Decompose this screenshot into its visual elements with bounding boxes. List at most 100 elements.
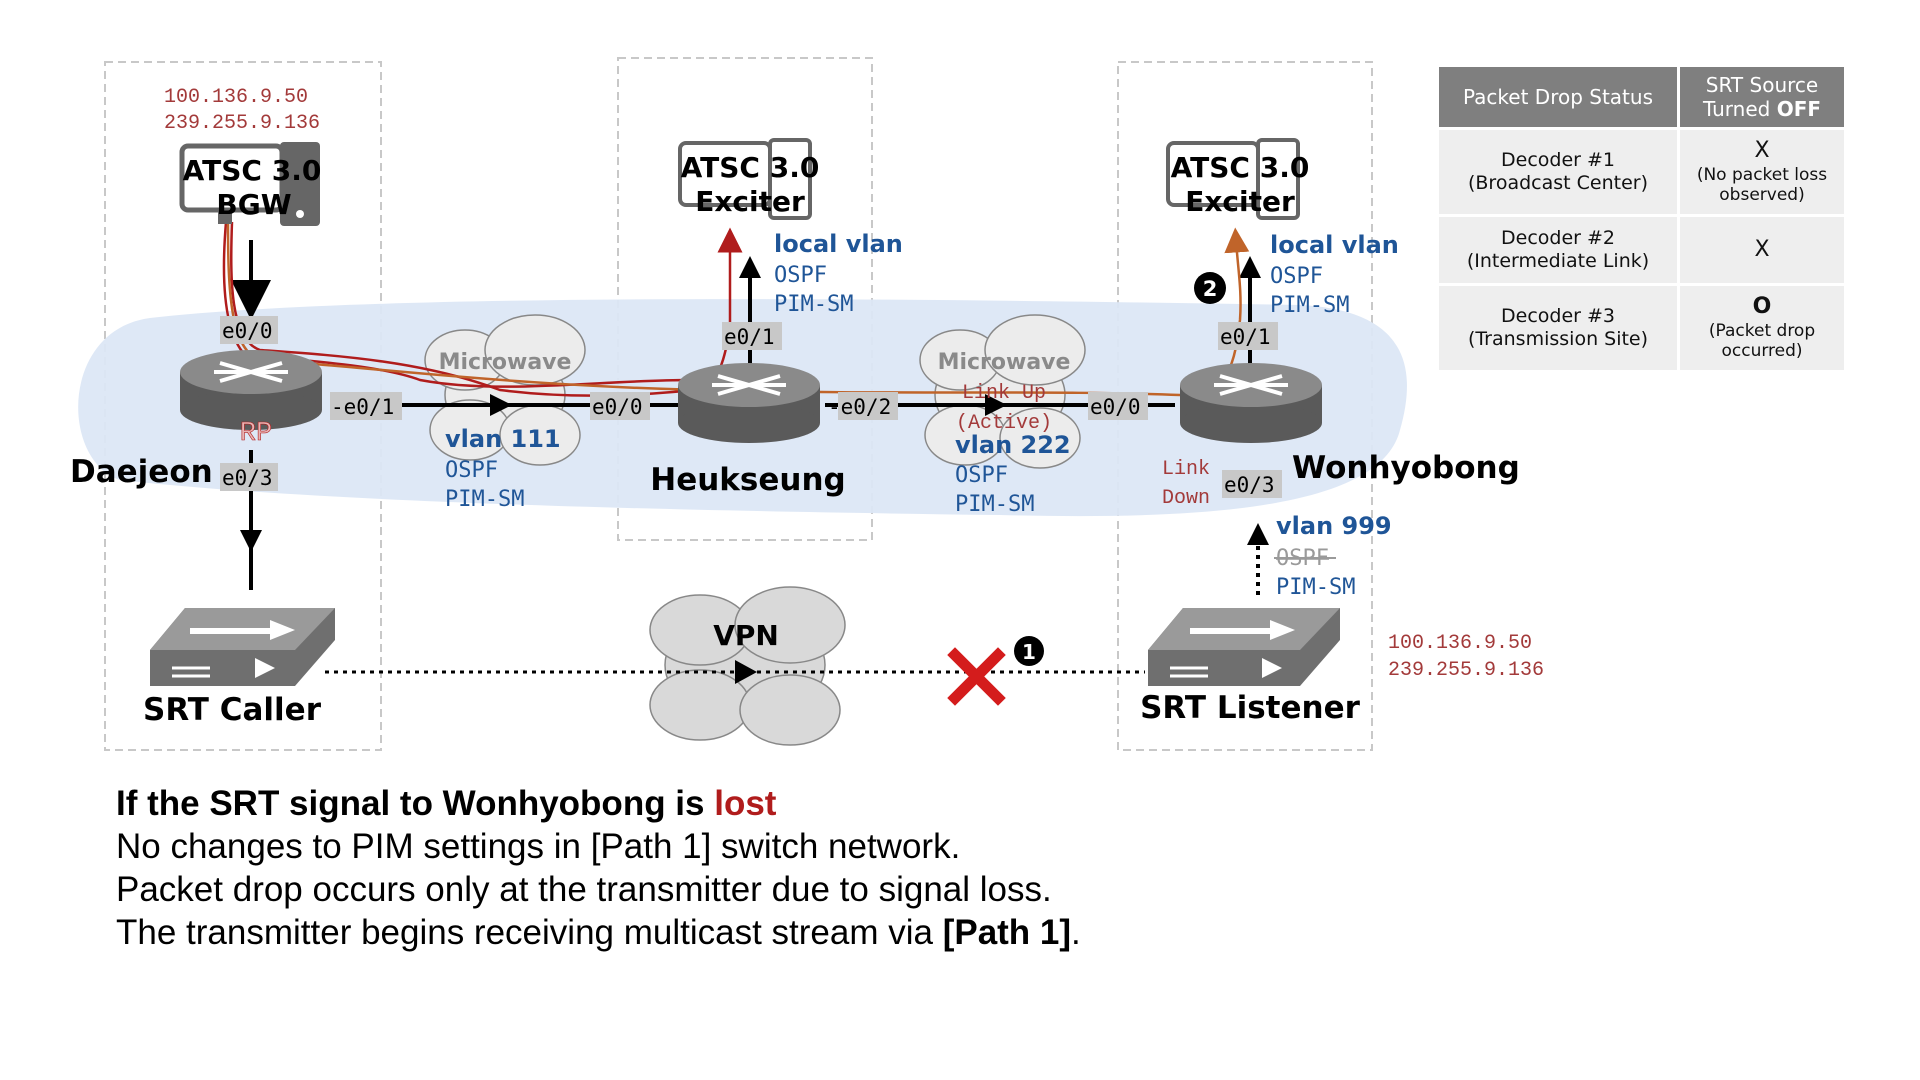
wonhyobong-exciter-label-line2: Exciter [1185,185,1295,218]
daejeon-heukseung-arrowhead [490,394,512,416]
decoder-3-status: O (Packet drop occurred) [1680,286,1844,370]
packet-drop-status-table: Packet Drop Status SRT Source Turned OFF… [1436,64,1847,373]
wonhyobong-local-vlan: local vlan [1270,231,1399,259]
caption-title-lost: lost [714,784,777,823]
caption-line-2: Packet drop occurs only at the transmitt… [116,870,1052,909]
microwave2-pim: PIM-SM [955,492,1034,517]
heukseung-router-icon [678,363,820,443]
decoder-1-status: X (No packet loss observed) [1680,130,1844,214]
microwave2-vlan: vlan 222 [955,431,1071,459]
vpn-label: VPN [713,619,779,652]
decoder-3-cell: Decoder #3 (Transmission Site) [1439,286,1677,370]
wonhyobong-label: Wonhyobong [1292,450,1520,486]
vlan999-pim: PIM-SM [1276,575,1355,600]
heukseung-local-vlan: local vlan [774,230,903,258]
heukseung-exciter-icon [678,138,812,220]
decoder-1-cell: Decoder #1 (Broadcast Center) [1439,130,1677,214]
srt-listener-label: SRT Listener [1140,690,1361,726]
microwave2-label: Microwave [938,350,1071,375]
srt-link-failure-icon [947,647,1006,706]
decoder-1-note-2: observed) [1719,185,1805,206]
vpn-arrowhead [735,660,757,684]
daejeon-e0-3-label: e0/3 [222,466,273,490]
header-turned: Turned [1702,97,1777,121]
caption-line-3-text: The transmitter begins receiving multica… [116,913,943,952]
daejeon-to-caller-arrowhead [240,530,262,552]
wonhyobong-local-pim: PIM-SM [1270,293,1349,318]
heukseung-exciter-arrowhead [739,256,761,278]
heukseung-local-pim: PIM-SM [774,292,853,317]
microwave2-ospf: OSPF [955,463,1008,488]
status-table-header: Packet Drop Status SRT Source Turned OFF [1439,67,1844,127]
daejeon-site-box [104,61,382,751]
daejeon-source-ip: 100.136.9.50 [164,86,308,109]
microwave1-pim: PIM-SM [445,487,524,512]
decoder-3-mark: O [1752,294,1772,320]
marker-1-number: 1 [1022,640,1036,664]
wonhyobong-e0-0-label: e0/0 [1090,395,1141,419]
header-packet-drop-status: Packet Drop Status [1439,67,1677,127]
caption-line-3-end: . [1071,913,1081,952]
wonhyobong-exciter-arrowhead [1239,256,1261,278]
decoder-1-name: Decoder #1 [1501,149,1615,172]
daejeon-e0-1-label: -e0/1 [331,395,394,419]
decoder-2-mark: X [1754,236,1770,262]
wonhyobong-router-icon [1180,363,1322,443]
heukseung-e0-0-label: e0/0 [592,395,643,419]
srt-listener-switch-icon [1148,608,1340,686]
caption-line-1: No changes to PIM settings in [Path 1] s… [116,827,961,866]
link-down-line1: Link [1162,458,1210,481]
decoder-2-name: Decoder #2 [1501,227,1615,250]
marker-2-icon: 2 [1194,272,1226,304]
header-srt-source: SRT Source [1705,73,1819,97]
bgw-computer-icon [179,142,320,226]
decoder-2-cell: Decoder #2 (Intermediate Link) [1439,217,1677,283]
daejeon-group-ip: 239.255.9.136 [164,112,320,135]
daejeon-label: Daejeon [70,454,213,490]
scenario-caption: If the SRT signal to Wonhyobong is lost … [116,782,1081,954]
decoder-1-location: (Broadcast Center) [1467,172,1648,194]
marker-1-icon: 1 [1014,636,1044,666]
wonhyobong-exciter-icon [1166,138,1300,220]
microwave2-state2: (Active) [956,412,1052,435]
decoder-2-location: (Intermediate Link) [1466,250,1650,272]
status-row-decoder-2: Decoder #2 (Intermediate Link) X [1439,217,1844,283]
caption-title: If the SRT signal to Wonhyobong is lost [116,782,1081,825]
marker-2-number: 2 [1203,277,1218,301]
header-srt-source-off: SRT Source Turned OFF [1680,67,1844,127]
caption-line-3-path: [Path 1] [942,913,1072,952]
caption-title-text: If the SRT signal to Wonhyobong is [116,784,715,823]
rp-label: RP [240,419,272,449]
status-row-decoder-1: Decoder #1 (Broadcast Center) X (No pack… [1439,130,1844,214]
decoder-1-note-1: (No packet loss [1696,164,1828,185]
wonhyobong-exciter-label-line1: ATSC 3.0 [1171,151,1310,184]
heukseung-wonhyobong-arrowhead [985,394,1007,416]
daejeon-e0-0-label: e0/0 [222,319,273,343]
decoder-3-location: (Transmission Site) [1467,328,1649,350]
heukseung-exciter-label-line1: ATSC 3.0 [681,151,820,184]
vpn-cloud [649,586,846,746]
microwave2-state1: Link Up [962,382,1046,405]
status-row-decoder-3: Decoder #3 (Transmission Site) O (Packet… [1439,286,1844,370]
listener-to-wonhyobong-arrowhead [1247,523,1269,545]
decoder-2-status: X [1680,217,1844,283]
heukseung-local-ospf: OSPF [774,263,827,288]
srt-caller-switch-icon [150,608,335,686]
decoder-3-note-1: (Packet drop [1708,320,1816,341]
microwave1-vlan: vlan 111 [445,425,561,453]
decoder-3-name: Decoder #3 [1501,305,1615,328]
header-off: OFF [1776,97,1822,121]
decoder-3-note-2: occurred) [1721,341,1803,362]
heukseung-label: Heukseung [650,462,845,498]
daejeon-router-icon [180,350,322,430]
bgw-label-line1: ATSC 3.0 [183,154,322,187]
wonhyobong-e0-3-label: e0/3 [1224,473,1275,497]
microwave1-label: Microwave [439,350,572,375]
heukseung-e0-1-label: e0/1 [724,325,775,349]
listener-source-ip: 100.136.9.50 [1388,632,1532,655]
heukseung-exciter-label-line2: Exciter [695,185,805,218]
microwave-cloud-2 [919,314,1086,469]
link-down-line2: Down [1162,487,1210,510]
wonhyobong-local-ospf: OSPF [1270,264,1323,289]
